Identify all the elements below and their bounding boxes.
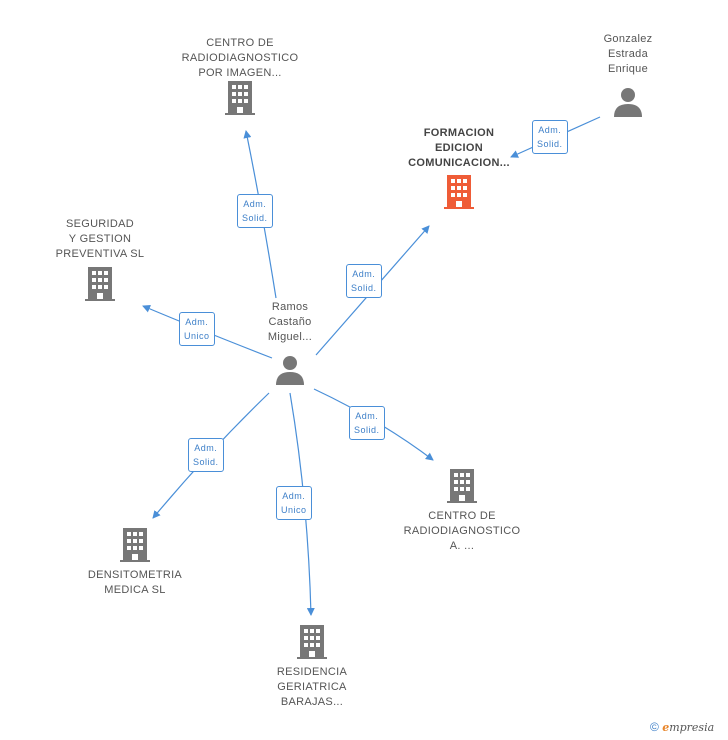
node-residencia-geriatrica-barajas[interactable]: RESIDENCIA GERIATRICA BARAJAS... [252,625,372,710]
node-ramos-castano-miguel[interactable]: Ramos Castaño Miguel... [240,300,340,385]
node-label: Gonzalez Estrada Enrique [603,33,653,75]
edge-label-gonzalez-formacion[interactable]: Adm. Solid. [532,120,568,154]
node-centro-radiodiagnostico-imagen[interactable]: CENTRO DE RADIODIAGNOSTICO POR IMAGEN... [170,36,310,115]
node-label: CENTRO DE RADIODIAGNOSTICO A. ... [403,510,521,552]
node-densitometria-medica[interactable]: DENSITOMETRIA MEDICA SL [75,528,195,598]
node-label: DENSITOMETRIA MEDICA SL [87,569,183,596]
copyright-icon: © [650,720,659,734]
person-icon [614,88,642,117]
node-label: SEGURIDAD Y GESTION PREVENTIVA SL [55,218,145,260]
building-icon [447,469,477,503]
edge-label-centro-a[interactable]: Adm. Solid. [349,406,385,440]
edge-label-seguridad[interactable]: Adm. Unico [179,312,215,346]
node-seguridad-gestion-preventiva[interactable]: SEGURIDAD Y GESTION PREVENTIVA SL [40,217,160,301]
building-icon [120,528,150,562]
footer-branding: © empresia [650,720,714,734]
node-formacion-edicion-comunicacion[interactable]: FORMACION EDICION COMUNICACION... [384,126,534,209]
node-centro-radiodiagnostico-a[interactable]: CENTRO DE RADIODIAGNOSTICO A. ... [392,469,532,554]
building-icon [225,81,255,115]
building-icon [85,267,115,301]
edge-label-residencia[interactable]: Adm. Unico [276,486,312,520]
edge-label-centro-imagen[interactable]: Adm. Solid. [237,194,273,228]
person-icon [276,356,304,385]
building-icon [297,625,327,659]
node-label: Ramos Castaño Miguel... [267,301,313,343]
node-label: FORMACION EDICION COMUNICACION... [408,127,510,169]
edge-label-densitometria[interactable]: Adm. Solid. [188,438,224,472]
building-icon [444,175,474,209]
edge-label-formacion[interactable]: Adm. Solid. [346,264,382,298]
node-label: RESIDENCIA GERIATRICA BARAJAS... [276,666,348,708]
node-label: CENTRO DE RADIODIAGNOSTICO POR IMAGEN... [181,37,299,79]
brand-logo[interactable]: empresia [662,721,715,734]
node-gonzalez-estrada-enrique[interactable]: Gonzalez Estrada Enrique [588,32,668,117]
